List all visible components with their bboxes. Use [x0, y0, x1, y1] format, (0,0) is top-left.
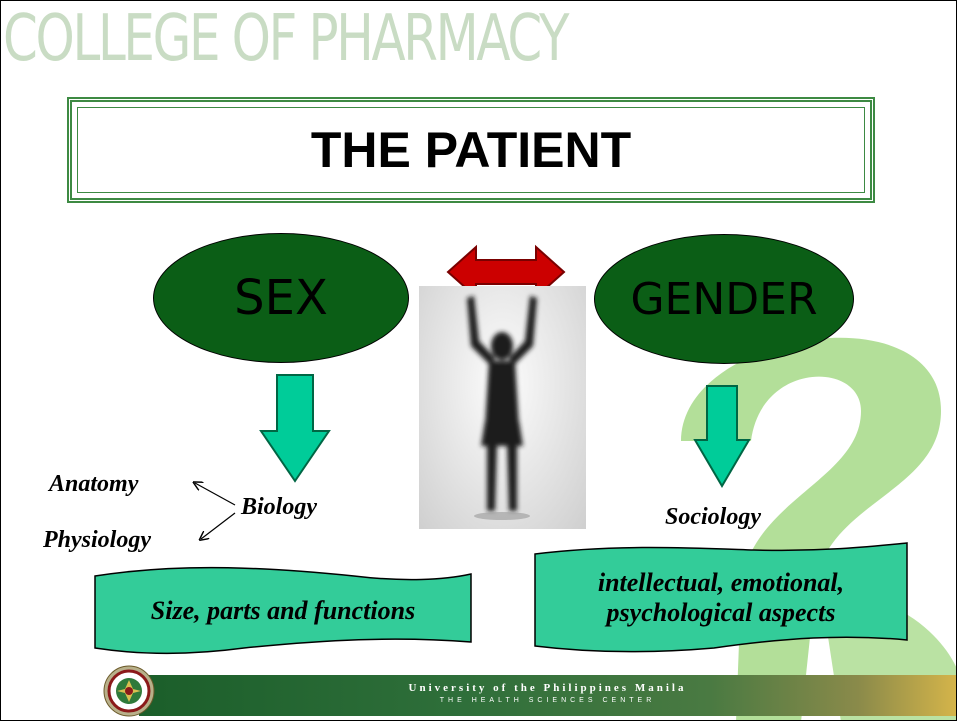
size-parts-text: Size, parts and functions [150, 596, 416, 625]
anatomy-label: Anatomy [49, 471, 139, 497]
branch-arrows-icon [187, 477, 236, 545]
gender-label: GENDER [630, 273, 818, 325]
university-seal-icon [103, 665, 155, 717]
sex-ellipse: SEX [153, 233, 409, 363]
aspects-line-2: psychological aspects [606, 598, 836, 627]
slide-title: THE PATIENT [310, 122, 632, 178]
university-tagline: THE HEALTH SCIENCES CENTER [439, 697, 656, 704]
down-arrow-left-icon [259, 374, 331, 483]
aspects-line-1: intellectual, emotional, [597, 568, 845, 597]
person-silhouette-image [419, 286, 586, 529]
sex-label: SEX [234, 270, 328, 326]
college-title: COLLEGE OF PHARMACY [3, 2, 569, 76]
aspects-banner: intellectual, emotional, psychological a… [534, 542, 908, 654]
physiology-label: Physiology [43, 527, 151, 553]
slide-title-box: THE PATIENT [67, 97, 875, 203]
university-name: University of the Philippines Manila [408, 682, 687, 694]
gender-ellipse: GENDER [594, 234, 854, 364]
biology-label: Biology [241, 494, 317, 520]
down-arrow-right-icon [693, 385, 751, 488]
footer-bar: University of the Philippines Manila THE… [139, 675, 956, 716]
size-parts-banner: Size, parts and functions [94, 566, 472, 656]
sociology-label: Sociology [665, 504, 761, 530]
